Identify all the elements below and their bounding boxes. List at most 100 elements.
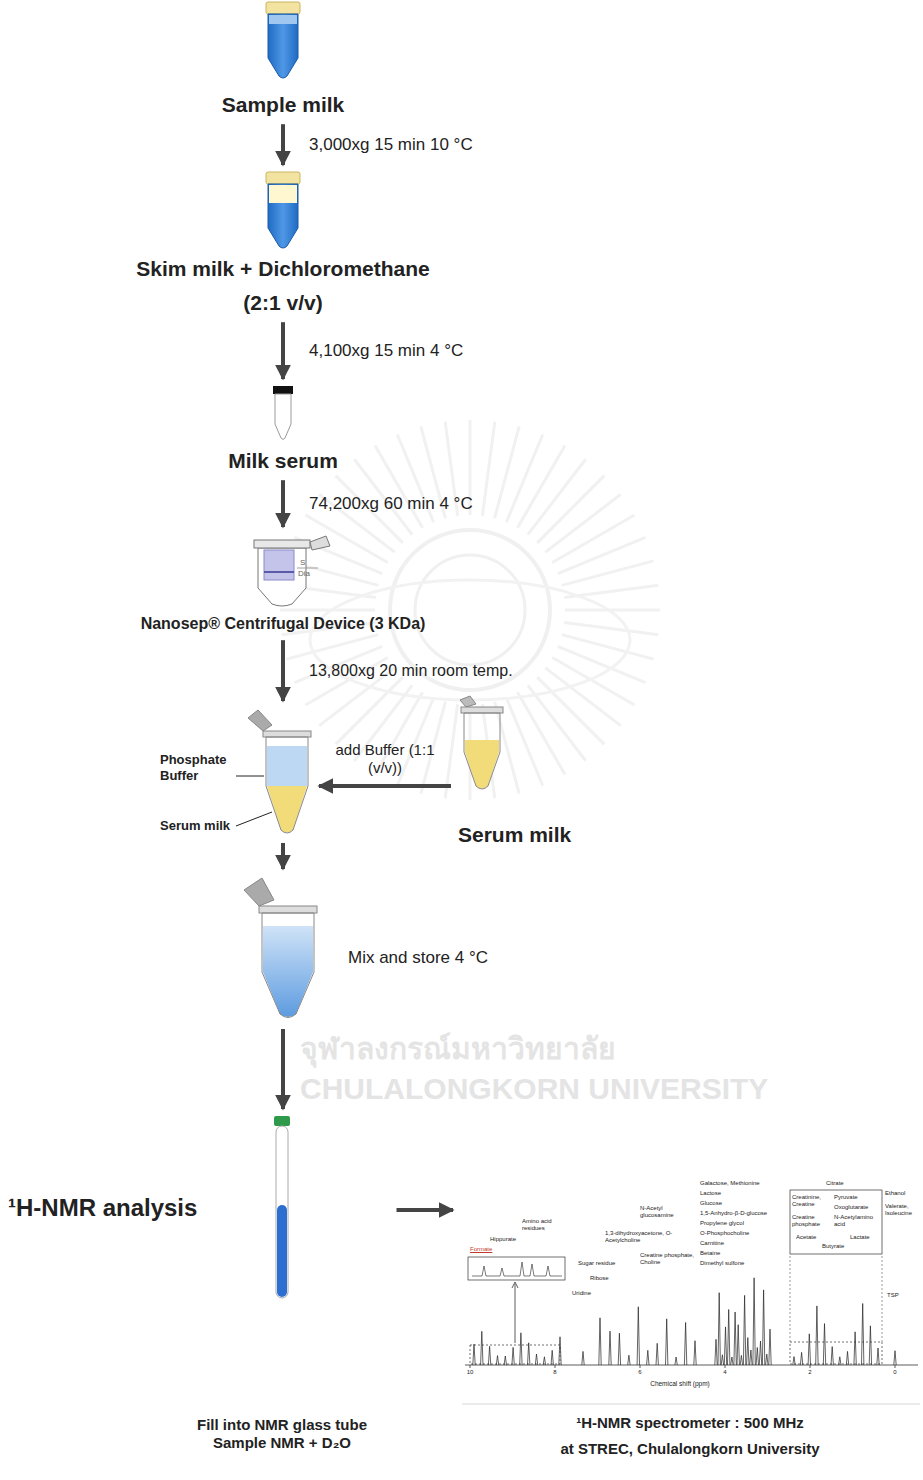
peak-label: Pyruvate bbox=[834, 1194, 858, 1201]
emblem-ray bbox=[482, 422, 494, 516]
nmr-sample bbox=[277, 1205, 287, 1297]
nmr-cap bbox=[274, 1116, 290, 1126]
peak-label: Lactose bbox=[700, 1190, 721, 1197]
peak-label: Lactate bbox=[850, 1234, 870, 1241]
centrifuge-condition: add Buffer (1:1 (v/v)) bbox=[330, 741, 440, 779]
emblem-ray bbox=[562, 635, 654, 660]
instrument-location: at STREC, Chulalongkorn University bbox=[560, 1440, 819, 1458]
flow-arrow bbox=[281, 640, 285, 701]
peak-label: Propylene glycol bbox=[700, 1220, 744, 1227]
flow-arrow bbox=[281, 480, 285, 527]
peak-label: Oxoglutarate bbox=[834, 1204, 868, 1211]
serum-layer bbox=[267, 786, 307, 833]
peak-label: Amino acid residues bbox=[522, 1218, 560, 1232]
axis-tick-label: 2 bbox=[808, 1369, 811, 1376]
serum-milk-tube: Serum milk bbox=[454, 690, 575, 851]
flow-arrow bbox=[281, 843, 285, 869]
emblem-ring bbox=[415, 555, 525, 665]
tube-rim bbox=[263, 731, 311, 737]
device-mark bbox=[297, 568, 318, 569]
device-marking: S bbox=[300, 558, 305, 567]
inset-peaks bbox=[472, 1262, 562, 1276]
centrifuge-condition: 13,800xg 20 min room temp. bbox=[309, 661, 513, 681]
nmr-spectrum-plot bbox=[462, 1190, 920, 1404]
nmr-glass bbox=[276, 1126, 288, 1298]
leader-line bbox=[236, 812, 272, 826]
peak-label: 1,5-Anhydro-β-D-glucose bbox=[700, 1210, 767, 1217]
peak-label: TSP bbox=[887, 1292, 899, 1299]
peak-label: Glucose bbox=[700, 1200, 722, 1207]
tube-headspace bbox=[269, 15, 297, 24]
peak-label: N-Acetylamino acid bbox=[834, 1214, 880, 1228]
emblem-ray bbox=[558, 646, 646, 682]
ratio-label: (2:1 v/v) bbox=[243, 290, 322, 315]
device-lid bbox=[310, 536, 330, 550]
filter-insert bbox=[264, 550, 294, 580]
flow-arrow bbox=[397, 1208, 454, 1212]
emblem-ray bbox=[564, 622, 658, 634]
peak-label: Creatine phosphate, Choline bbox=[640, 1252, 695, 1266]
peak-label: Valerate, Isoleucine bbox=[885, 1203, 919, 1217]
tube-body bbox=[275, 394, 291, 440]
sample-label: Milk serum bbox=[228, 448, 338, 473]
centrifuge-condition: 4,100xg 15 min 4 °C bbox=[309, 340, 463, 361]
peak-label: Sugar residue bbox=[578, 1260, 615, 1267]
spectrum-baseline bbox=[465, 1365, 918, 1366]
tube-lid bbox=[244, 878, 274, 906]
axis-tick-label: 8 bbox=[553, 1369, 556, 1376]
tube-body bbox=[262, 913, 314, 1018]
emblem-rays bbox=[280, 420, 660, 800]
zoom-region bbox=[470, 1345, 560, 1364]
axis-tick-label: 6 bbox=[638, 1369, 641, 1376]
sample-label: Skim milk + Dichloromethane bbox=[136, 256, 430, 281]
device-rim bbox=[254, 540, 310, 548]
sample-label: Sample milk bbox=[222, 92, 345, 117]
axis-ticks bbox=[470, 1365, 895, 1368]
sample-label: Serum milk bbox=[458, 822, 571, 847]
emblem-ray bbox=[552, 515, 634, 563]
peak-label: Galactose, Methionine bbox=[700, 1180, 760, 1187]
peak-label: Creatine phosphate bbox=[792, 1214, 828, 1228]
mixed-liquid bbox=[263, 926, 313, 1017]
device-marking: Dia bbox=[298, 569, 310, 578]
peak-label: Carnitine bbox=[700, 1240, 724, 1247]
nmr-spectrum: ¹H-NMR spectrometer : 500 MHz at STREC, C… bbox=[456, 1166, 923, 1462]
mixed-tube: Mix and store 4 °C bbox=[240, 872, 492, 1026]
nmr-tube: ¹H-NMR analysisFill into NMR glass tube … bbox=[4, 1112, 394, 1456]
peak-label: Formate bbox=[470, 1246, 492, 1253]
peak-label: Hippurate bbox=[490, 1236, 516, 1243]
peak-label: Acetate bbox=[796, 1234, 816, 1241]
fat-layer bbox=[269, 185, 297, 203]
axis-tick-label: 10 bbox=[467, 1369, 474, 1376]
tube-lid bbox=[248, 710, 272, 731]
emblem-ray bbox=[558, 537, 646, 573]
nanosep-device: Nanosep® Centrifugal Device (3 KDa) bbox=[137, 530, 430, 637]
instrument-label: ¹H-NMR spectrometer : 500 MHz bbox=[576, 1414, 804, 1432]
milk-serum-tube: Milk serum bbox=[224, 382, 342, 477]
tube-body bbox=[266, 737, 308, 833]
axis-tick-label: 4 bbox=[723, 1369, 726, 1376]
emblem-ray bbox=[562, 561, 654, 586]
sample-tube: Sample milk bbox=[218, 0, 349, 121]
device-label: Nanosep® Centrifugal Device (3 KDa) bbox=[141, 614, 426, 633]
image-border bbox=[462, 1404, 920, 1405]
serum-layer bbox=[465, 740, 499, 789]
tube-cap bbox=[266, 172, 300, 184]
tube-rim bbox=[259, 906, 317, 913]
step-note: Fill into NMR glass tube Sample NMR + D₂… bbox=[175, 1416, 390, 1452]
watermark-emblem bbox=[280, 420, 660, 800]
filter-membrane bbox=[264, 571, 294, 573]
flow-arrow bbox=[319, 784, 451, 788]
peak-label: N-Acetyl glucosamine bbox=[640, 1205, 695, 1219]
watermark-text: CHULALONGKORN UNIVERSITY bbox=[300, 1072, 768, 1107]
flow-arrow bbox=[281, 322, 285, 379]
axis-title: Chemical shift (ppm) bbox=[650, 1380, 710, 1387]
layered-tube: Phosphate BufferSerum milk bbox=[156, 704, 316, 840]
peak-label: Butyrate bbox=[822, 1243, 844, 1250]
tube-lid bbox=[460, 696, 476, 707]
peak-label: Citrate bbox=[826, 1180, 844, 1187]
emblem-ray bbox=[518, 692, 566, 774]
emblem-ray bbox=[495, 426, 520, 518]
